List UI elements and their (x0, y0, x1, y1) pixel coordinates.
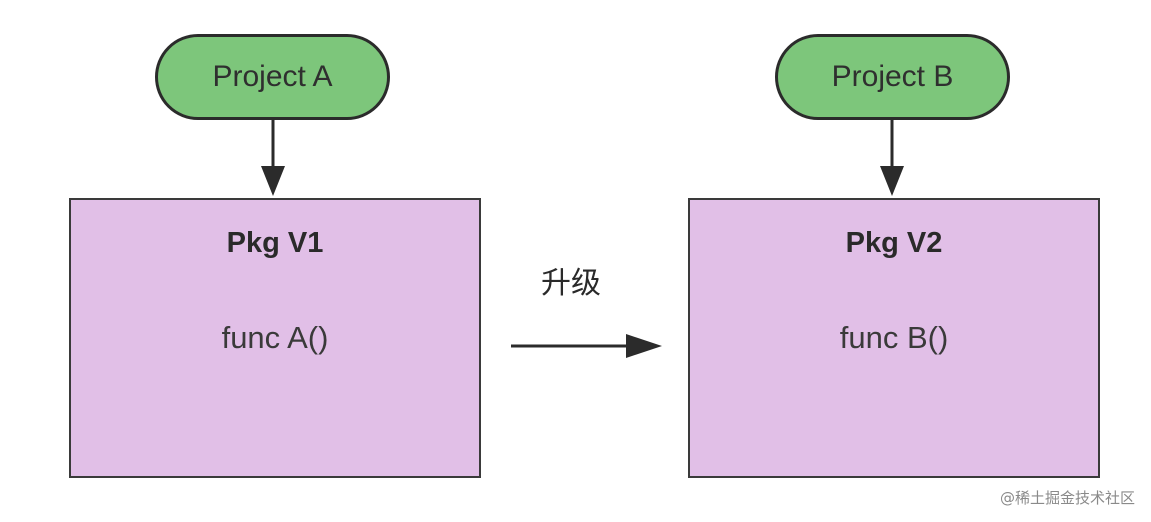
project-a-node: Project A (155, 34, 390, 120)
project-b-label: Project B (831, 60, 954, 93)
project-a-label: Project A (212, 60, 333, 93)
upgrade-arrow (511, 334, 662, 358)
package-v2-title: Pkg V2 (845, 227, 943, 259)
upgrade-label: 升级 (541, 266, 601, 301)
arrow-project-b-to-pkg-v2 (880, 120, 904, 196)
package-v2-func: func B() (839, 320, 949, 355)
project-b-node: Project B (775, 34, 1010, 120)
watermark-text: @稀土掘金技术社区 (999, 489, 1135, 507)
package-v2-box: Pkg V2 func B() (688, 198, 1100, 478)
package-v1-func: func A() (221, 320, 329, 355)
package-v1-box: Pkg V1 func A() (69, 198, 481, 478)
package-v1-title: Pkg V1 (226, 227, 324, 259)
arrow-project-a-to-pkg-v1 (261, 120, 285, 196)
